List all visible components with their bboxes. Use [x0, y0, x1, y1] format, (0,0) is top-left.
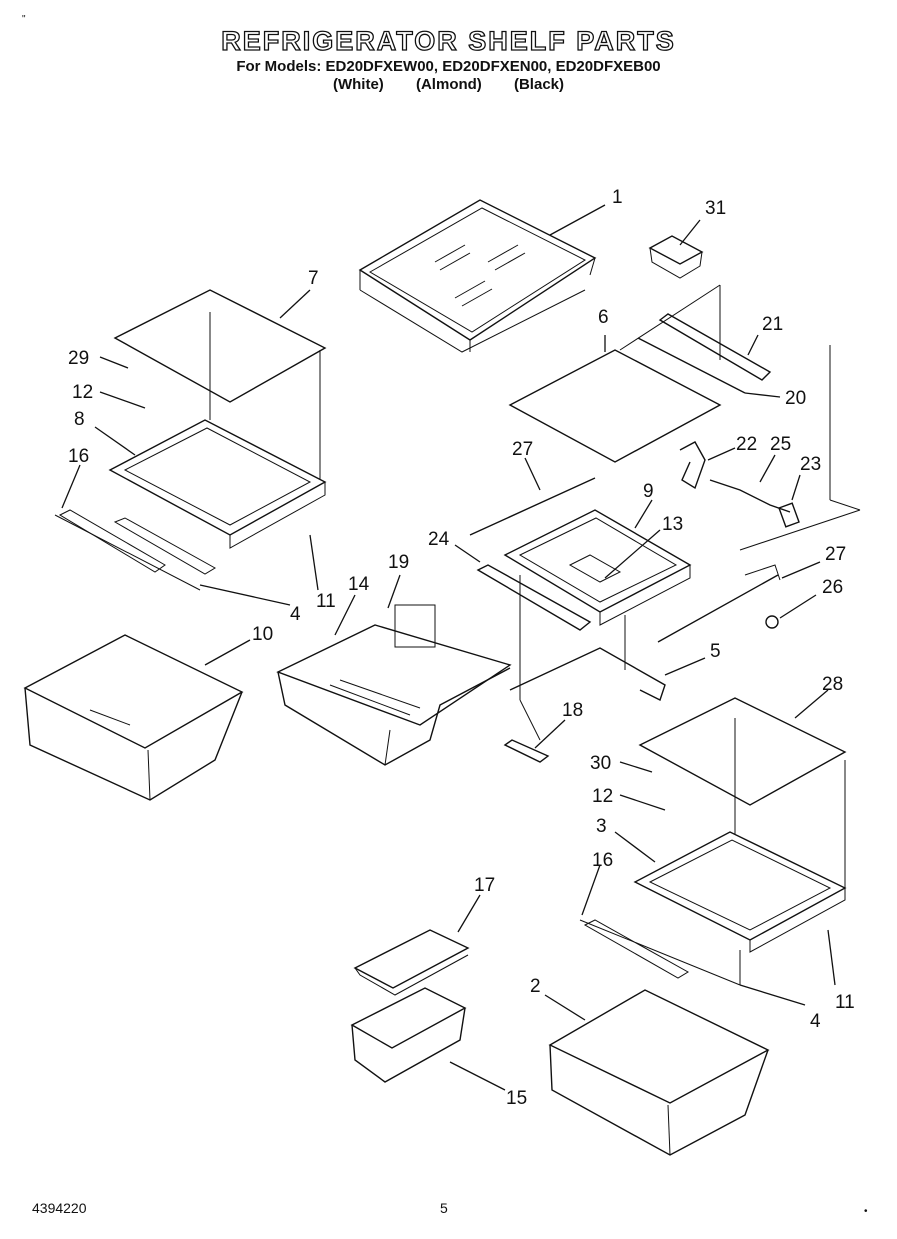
page-title: REFRIGERATOR SHELF PARTS: [221, 25, 676, 56]
callout-label: 18: [562, 700, 583, 721]
model-numbers: For Models: ED20DFXEW00, ED20DFXEN00, ED…: [236, 58, 661, 75]
callout-label: 19: [388, 552, 409, 573]
diagram-header: REFRIGERATOR SHELF PARTS For Models: ED2…: [0, 25, 897, 94]
callout-label: 21: [762, 314, 783, 335]
part-right-frame: [579, 831, 847, 986]
callout-label: 16: [68, 446, 89, 467]
callout-label: 16: [592, 850, 613, 871]
corner-mark: ": [22, 14, 26, 25]
callout-label: 12: [72, 382, 93, 403]
part-small-tray: [648, 235, 704, 279]
page-number: 5: [440, 1200, 448, 1216]
part-rods: [469, 477, 781, 643]
color-white: (White): [332, 76, 384, 93]
part-center-drawer: [276, 604, 512, 766]
part-left-frame: [54, 419, 327, 591]
callout-label: 7: [308, 268, 319, 289]
callout-labels: 1 31 7 6 21 29 20 12 8 22 25 23 16 27 9 …: [68, 187, 855, 1109]
callout-label: 25: [770, 434, 791, 455]
color-almond: (Almond): [415, 76, 482, 93]
callout-label: 30: [590, 753, 611, 774]
callout-label: 12: [592, 786, 613, 807]
part-right-crisper: [548, 989, 770, 1156]
part-glass-shelf: [358, 199, 597, 353]
callout-label: 2: [530, 976, 541, 997]
callout-label: 27: [825, 544, 846, 565]
part-right-glass: [638, 697, 847, 890]
part-dairy-bin: [350, 929, 470, 1083]
part-main-panel: [508, 284, 861, 551]
document-number: 4394220: [32, 1200, 87, 1216]
part-center-frame: [476, 509, 692, 741]
callout-label: 31: [705, 198, 726, 219]
callout-label: 15: [506, 1088, 527, 1109]
callout-label: 11: [316, 591, 336, 612]
callout-label: 6: [598, 307, 609, 328]
callout-label: 4: [810, 1011, 821, 1032]
part-left-glass: [113, 289, 327, 480]
corner-mark: •: [864, 1206, 868, 1217]
callout-label: 22: [736, 434, 757, 455]
callout-label: 10: [252, 624, 273, 645]
model-colors: (White) (Almond) (Black): [0, 76, 897, 94]
leader-lines: [61, 204, 836, 1091]
callout-label: 27: [512, 439, 533, 460]
callout-label: 17: [474, 875, 495, 896]
callout-label: 1: [612, 187, 623, 208]
part-left-crisper: [23, 634, 244, 801]
callout-label: 13: [662, 514, 683, 535]
part-rails: [637, 313, 772, 394]
callout-label: 11: [835, 992, 855, 1013]
color-black: (Black): [513, 76, 565, 93]
callout-label: 8: [74, 409, 85, 430]
part-wire: [509, 647, 666, 701]
part-bracket-assembly: [679, 441, 800, 528]
part-18: [503, 739, 550, 763]
callout-label: 9: [643, 481, 654, 502]
callout-label: 24: [428, 529, 450, 550]
callout-label: 14: [348, 574, 370, 595]
callout-label: 26: [822, 577, 843, 598]
callout-label: 23: [800, 454, 821, 475]
callout-label: 4: [290, 604, 301, 625]
callout-label: 20: [785, 388, 806, 409]
callout-label: 29: [68, 348, 89, 369]
callout-label: 3: [596, 816, 607, 837]
callout-label: 5: [710, 641, 721, 662]
callout-label: 28: [822, 674, 843, 695]
